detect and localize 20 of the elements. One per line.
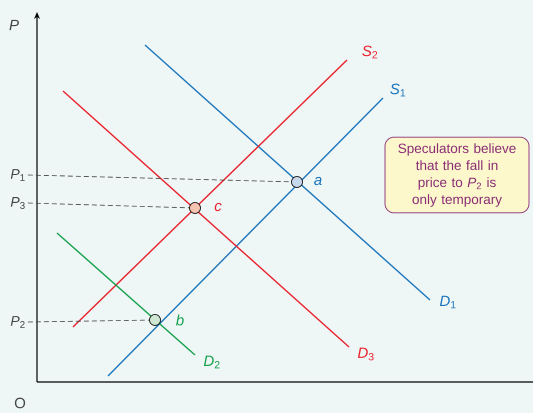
equilibrium-point: [149, 314, 161, 326]
price-label: P$_{2}$: [10, 316, 25, 328]
curve-label: D$_{2}$: [204, 356, 220, 368]
axis-label: P: [9, 20, 19, 30]
curve-label: D$_{3}$: [358, 348, 374, 360]
curve-label: D$_{1}$: [440, 296, 456, 308]
curve-label: S$_{1}$: [390, 84, 406, 96]
price-label: P$_{1}$: [10, 169, 25, 181]
dashed-guide-line: [27, 174, 292, 182]
price-label: P$_{3}$: [10, 197, 25, 209]
equilibrium-point: [189, 202, 201, 214]
axis-label: O: [14, 398, 26, 408]
dashed-guide-line: [27, 202, 190, 208]
point-label: b: [176, 314, 184, 326]
point-label: a: [314, 176, 322, 186]
point-label: c: [214, 202, 222, 212]
dashed-guide-line: [27, 320, 150, 322]
equilibrium-point: [291, 176, 303, 188]
callout-box: Speculators believe that the fall in price to P$_{2}$ is only temporary: [384, 136, 530, 214]
curve-label: S$_{2}$: [362, 46, 378, 58]
